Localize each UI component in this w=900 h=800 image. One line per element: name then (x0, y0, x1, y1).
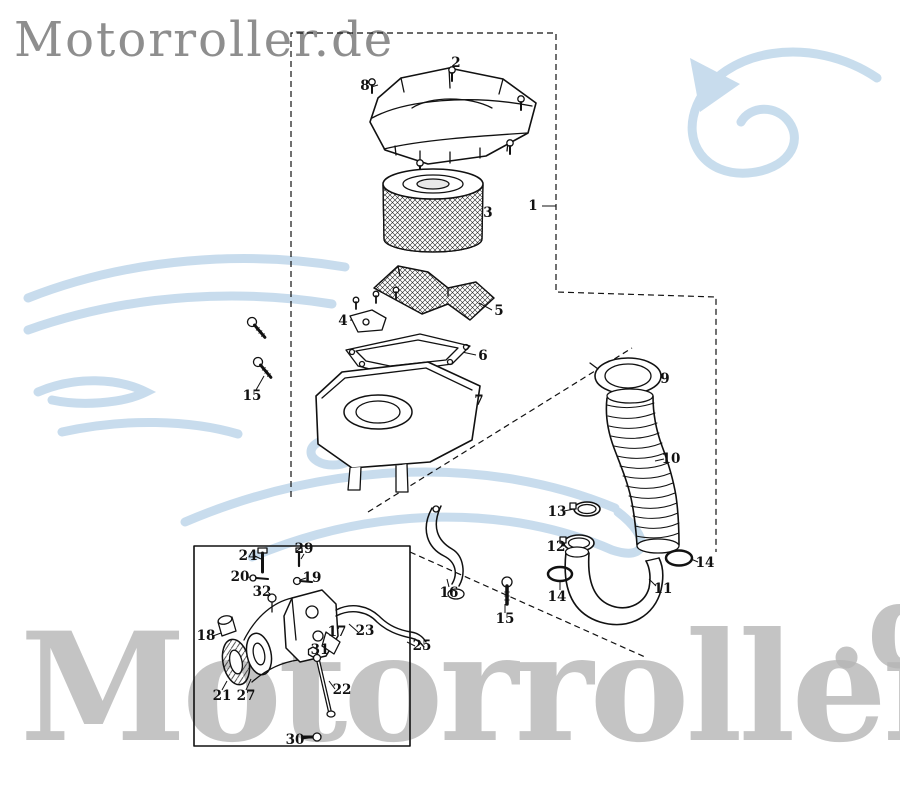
watermark-top: Motorroller.de (14, 12, 395, 68)
curved-strap (425, 505, 465, 600)
hose-clamp-upper (569, 501, 601, 517)
seal-bracket (373, 265, 495, 321)
air-filter-cover (369, 67, 537, 165)
detail-box (193, 545, 411, 747)
left-mount-screws (246, 316, 273, 379)
gasket-plate (345, 333, 471, 374)
lower-bolt (501, 576, 513, 606)
gasket-ring-right (664, 549, 694, 567)
gasket-ring-left (546, 565, 574, 583)
cover-screws (368, 66, 525, 175)
air-box-housing (315, 361, 481, 493)
curved-intake-tube (564, 546, 664, 626)
intake-flange-ring (589, 357, 662, 395)
assembly-boundary-dashed (290, 32, 717, 658)
small-bracket (349, 286, 400, 333)
watermark-bottom: Motorroller (20, 600, 900, 776)
air-filter-element (382, 168, 484, 253)
corrugated-hose (605, 388, 680, 554)
watermark-bottom-right: .d (826, 556, 900, 695)
manifold-assembly (217, 547, 427, 742)
